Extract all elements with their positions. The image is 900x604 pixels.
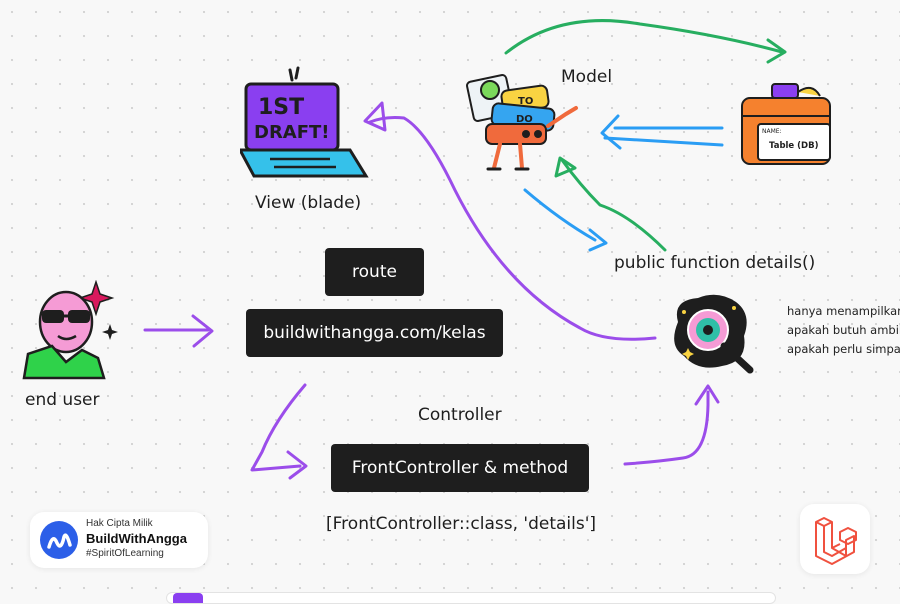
todo-text-2: DO [516,114,533,125]
end-user-label: end user [25,390,100,410]
arrowhead-model-to-function [588,228,608,252]
arrow-controller-to-logic [623,390,710,466]
public-function-label: public function details() [614,253,816,273]
arrowhead-controller-to-logic [694,384,720,406]
arrow-function-to-model [560,158,667,252]
route-box: route [325,248,424,296]
table-db-illustration: NAME: Table (DB) [740,82,835,168]
brand-card: Hak Cipta Milik BuildWithAngga #SpiritOf… [30,512,208,568]
end-user-illustration [18,279,118,380]
brand-copyright: Hak Cipta Milik [86,518,153,529]
laravel-logo-card [800,504,870,574]
note-line-1: hanya menampilkan [787,304,900,318]
view-laptop-illustration: 1ST DRAFT! [237,66,370,186]
logic-magnifier-illustration [668,292,760,374]
url-box: buildwithangga.com/kelas [246,309,503,357]
laptop-icon: 1ST DRAFT! [237,66,369,178]
model-label: Model [561,67,613,87]
buildwithangga-logo-icon [40,521,78,559]
arrow-route-to-controller [250,383,307,472]
arrowhead-route-to-controller [286,450,308,480]
magnifier-eye-icon [674,294,754,374]
controller-label: Controller [418,405,502,425]
note-line-3: apakah perlu simpan [787,342,900,356]
arrowhead-model-to-table [766,38,787,64]
todo-character-icon: TO DO [466,74,578,171]
arrow-model-to-function [523,188,597,242]
laptop-text-1: 1ST [258,95,304,120]
table-label: Table (DB) [769,141,819,151]
user-avatar-icon [22,279,118,380]
bottom-toolbar[interactable] [166,592,776,604]
arrowhead-table-to-model [600,114,622,150]
brand-name: BuildWithAngga [86,531,187,546]
brand-tagline: #SpiritOfLearning [86,548,164,559]
arrowhead-logic-to-view [363,101,387,132]
arrow-logic-to-view [368,116,657,341]
view-label: View (blade) [255,193,362,213]
arrowhead-user-to-route [191,314,214,348]
laptop-text-2: DRAFT! [254,122,330,143]
arrow-table-to-model-2 [603,136,724,147]
note-line-2: apakah butuh ambil [787,323,900,337]
controller-box: FrontController & method [331,444,589,492]
database-box-icon: NAME: Table (DB) [741,83,831,165]
laravel-logo-icon [815,517,857,565]
toolbar-active-tab[interactable] [173,593,203,603]
controller-ref-label: [FrontController::class, 'details'] [326,514,597,534]
arrow-model-to-table [504,19,784,55]
model-illustration: TO DO [462,72,587,182]
todo-text-1: TO [518,96,533,107]
table-name-tag: NAME: [762,128,782,135]
arrowhead-function-to-model [554,156,577,178]
